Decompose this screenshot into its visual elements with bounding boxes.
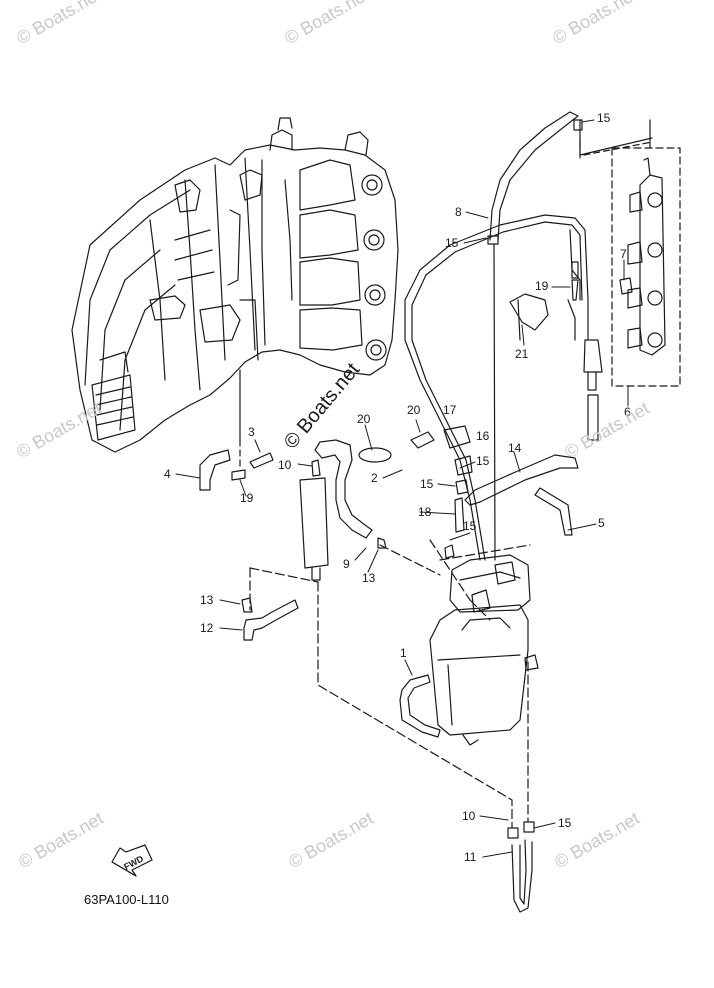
callout-17: 17: [443, 403, 457, 417]
clamp-parts: [358, 425, 473, 495]
hoses-left: [199, 369, 274, 491]
callout-4: 4: [164, 467, 171, 481]
fuel-tank-assembly: [429, 544, 539, 746]
dash-routing: [249, 139, 581, 829]
callout-5: 5: [598, 516, 605, 530]
hose-11: [507, 821, 535, 913]
callout-15b: 15: [445, 236, 459, 250]
callout-15d: 15: [420, 477, 434, 491]
callout-3: 3: [248, 425, 255, 439]
callout-labels: 1 2 3 4 5 6 7 8 9 10 10 11 12 13 13 14 1…: [164, 111, 631, 864]
fwd-arrow-icon: [111, 844, 153, 877]
callout-19a: 19: [240, 491, 254, 505]
filter-assembly: [509, 261, 603, 441]
callout-13a: 13: [200, 593, 214, 607]
callout-15c: 15: [476, 454, 490, 468]
callout-16: 16: [476, 429, 490, 443]
callout-15f: 15: [558, 816, 572, 830]
callout-21: 21: [515, 347, 529, 361]
callout-15a: 15: [597, 111, 611, 125]
callout-7: 7: [620, 247, 627, 261]
callout-2: 2: [371, 471, 378, 485]
hose-1: [399, 674, 441, 738]
callout-20a: 20: [357, 412, 371, 426]
hose-5: [534, 487, 573, 536]
callout-14: 14: [508, 441, 522, 455]
callout-1: 1: [400, 646, 407, 660]
callout-20b: 20: [407, 403, 421, 417]
hose-14: [454, 454, 579, 533]
callout-8: 8: [455, 205, 462, 219]
pipe-routing: [404, 119, 653, 561]
callout-18: 18: [418, 505, 432, 519]
callout-11: 11: [464, 850, 477, 864]
diagram-code: 63PA100-L110: [84, 892, 169, 907]
engine-block: [71, 117, 399, 453]
callout-19b: 19: [535, 279, 549, 293]
callout-6: 6: [624, 405, 631, 419]
callout-10b: 10: [462, 809, 476, 823]
hose-9: [299, 439, 387, 581]
callout-10a: 10: [278, 458, 292, 472]
callout-9: 9: [343, 557, 350, 571]
callout-13b: 13: [362, 571, 376, 585]
callout-12: 12: [200, 621, 214, 635]
leader-lines: [175, 119, 629, 858]
hose-12: [241, 597, 299, 641]
fuel-rail-6: [611, 147, 681, 387]
callout-15e: 15: [463, 519, 477, 533]
